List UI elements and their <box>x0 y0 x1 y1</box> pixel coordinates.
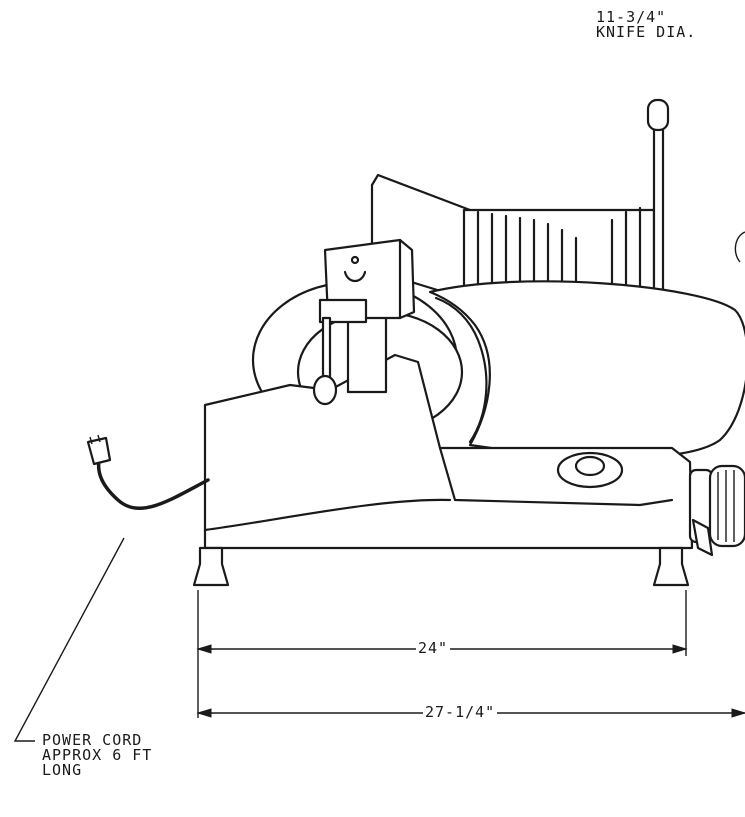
sharpener-lever <box>321 316 332 380</box>
pusher-rod <box>652 126 665 302</box>
dim-27-arrow-left <box>196 708 212 718</box>
cord-line-3: LONG <box>42 761 83 779</box>
dim-24-label: 24" <box>416 639 451 657</box>
cord-line-1: POWER CORD <box>42 731 143 749</box>
sharpener-handle-mark <box>343 270 367 283</box>
thickness-knob <box>708 464 745 548</box>
knife-diameter-label: 11-3/4" KNIFE DIA. <box>596 10 696 40</box>
body-contour <box>203 498 452 532</box>
sharpener-column <box>346 308 388 394</box>
knife-size-text: 11-3/4" <box>596 8 667 26</box>
foot-left <box>192 546 230 587</box>
power-cord <box>96 453 210 510</box>
pusher-knob <box>646 98 670 132</box>
knob-lever <box>691 518 714 557</box>
dim-27-arrow-right <box>731 708 745 718</box>
dim-27-label: 27-1/4" <box>423 703 498 721</box>
body-panel-line <box>438 446 674 507</box>
power-cord-label: POWER CORD APPROX 6 FT LONG <box>42 733 152 778</box>
product-tray <box>428 280 745 459</box>
cord-leader-line <box>13 537 125 742</box>
foot-right <box>652 546 690 587</box>
dim-24-arrow-right <box>672 644 688 654</box>
sharpener-lever-knob <box>312 374 338 406</box>
carriage-slide-inner <box>574 455 606 477</box>
knife-dia-text: KNIFE DIA. <box>596 23 697 41</box>
dim-24-arrow-left <box>196 644 212 654</box>
sharpener-bracket <box>318 298 368 324</box>
sharpener-screw <box>350 255 360 265</box>
callout-arc <box>734 231 745 263</box>
tray-edge <box>434 296 488 444</box>
cord-line-2: APPROX 6 FT <box>42 746 153 764</box>
power-plug <box>86 436 112 466</box>
